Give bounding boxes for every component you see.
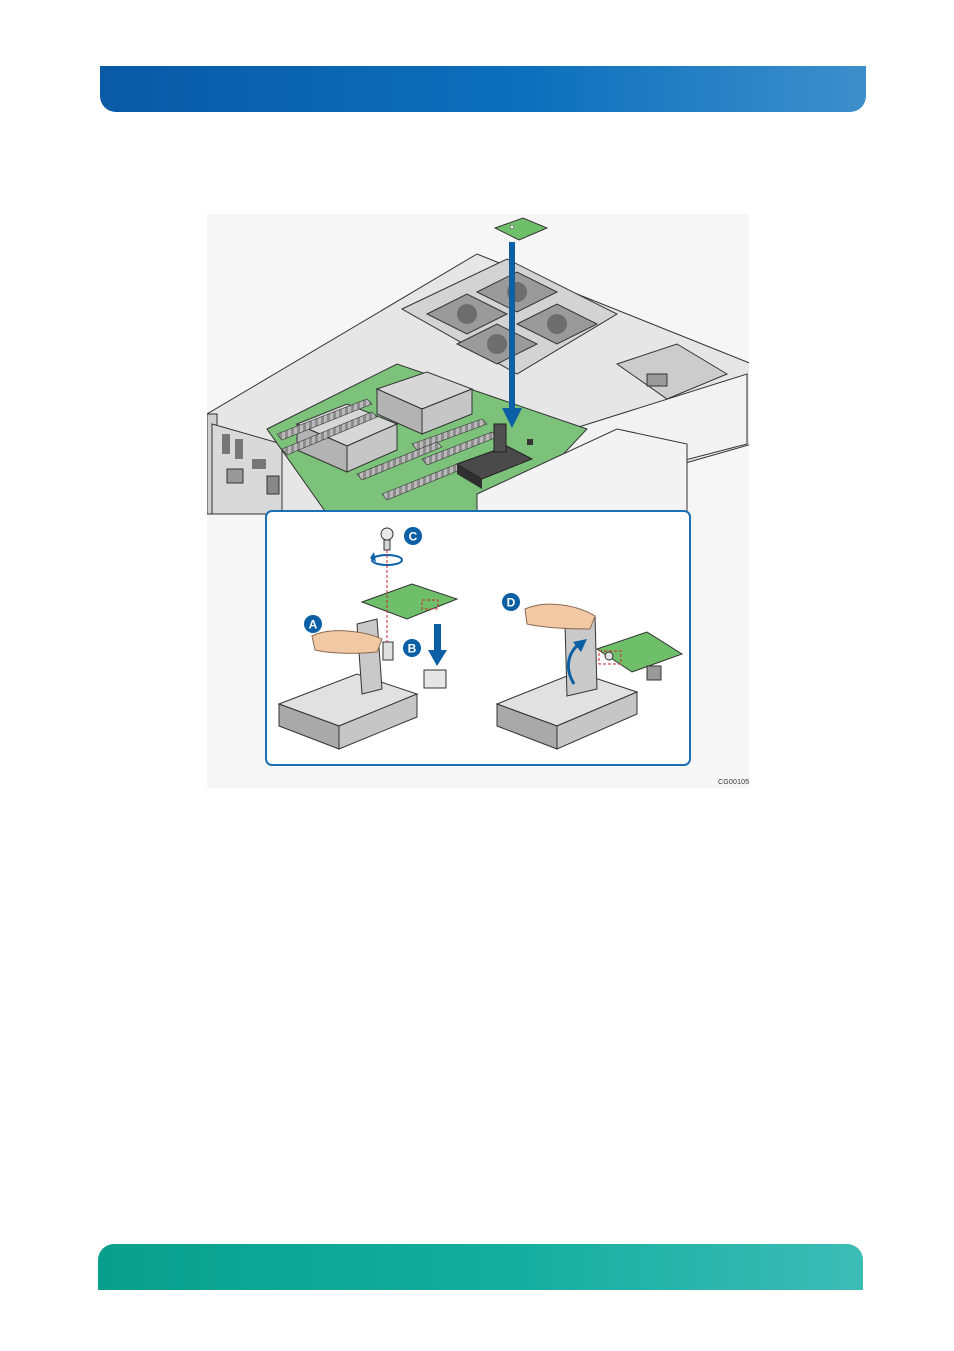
installation-figure: A B C D <box>207 214 749 788</box>
callout-b: B <box>403 639 421 657</box>
header-banner <box>100 66 866 112</box>
svg-text:B: B <box>408 642 417 656</box>
callout-c: C <box>404 527 422 545</box>
callout-d: D <box>502 593 520 611</box>
callout-a: A <box>304 615 322 633</box>
svg-text:C: C <box>409 530 418 544</box>
chassis-illustration: A B C D <box>207 214 749 788</box>
figure-code: CG00105 <box>718 779 749 786</box>
detail-inset: A B C D <box>266 511 690 765</box>
svg-text:A: A <box>309 618 318 632</box>
svg-text:D: D <box>507 596 516 610</box>
footer-banner <box>98 1244 863 1290</box>
